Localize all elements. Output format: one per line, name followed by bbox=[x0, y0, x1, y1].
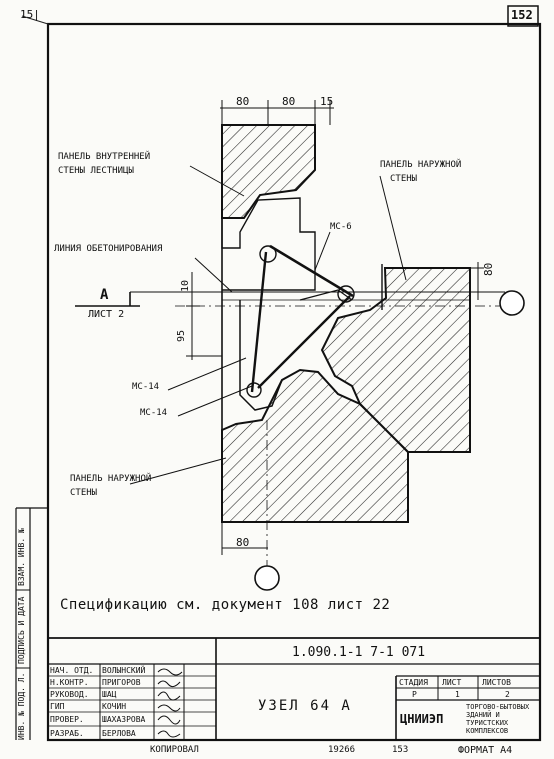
role-2: РУКОВОД. bbox=[50, 690, 89, 699]
label-outer-panel-right-1: ПАНЕЛЬ НАРУЖНОЙ bbox=[380, 160, 462, 170]
section-letter: А bbox=[100, 287, 109, 303]
label-concrete-line: ЛИНИЯ ОБЕТОНИРОВАНИЯ bbox=[54, 244, 163, 254]
outer-wall-panel-bottom bbox=[221, 368, 409, 523]
sheet-frame bbox=[46, 22, 542, 742]
name-2: ШАЦ bbox=[102, 690, 117, 699]
dim-top-3: 15 bbox=[320, 95, 334, 108]
side-stamp-sign: ПОДПИСЬ И ДАТА bbox=[17, 596, 26, 664]
axis-marker-bottom bbox=[254, 565, 280, 591]
side-stamp-inv: ИНВ. № ПОД. Л. bbox=[17, 672, 26, 740]
org-name: ЦНИИЭП bbox=[400, 712, 444, 726]
section-sheet: ЛИСТ 2 bbox=[88, 309, 125, 320]
sheets-header: ЛИСТОВ bbox=[482, 678, 511, 687]
outer-wall-panel-right bbox=[320, 267, 471, 453]
stage-header: СТАДИЯ bbox=[399, 678, 428, 687]
role-3: ГИП bbox=[50, 702, 65, 711]
side-stamp-replace: ВЗАМ. ИНВ. № bbox=[17, 528, 26, 586]
sheets-value: 2 bbox=[505, 690, 510, 699]
footer-format: ФОРМАТ А4 bbox=[458, 745, 513, 756]
tie-mc14-a bbox=[250, 251, 268, 393]
footer-copied: КОПИРОВАЛ bbox=[150, 745, 199, 755]
inner-wall-panel bbox=[221, 124, 316, 219]
page-number: 152 bbox=[511, 8, 533, 22]
name-4: ШАХАЗРОВА bbox=[102, 715, 146, 724]
name-5: БЕРЛОВА bbox=[102, 729, 136, 738]
role-4: ПРОВЕР. bbox=[50, 715, 84, 724]
label-mc6: МС-6 bbox=[330, 222, 352, 232]
tie-mc6 bbox=[269, 244, 354, 298]
dim-left-lower: 95 bbox=[176, 329, 187, 342]
org-subtitle: ТОРГОВО-БЫТОВЫХ ЗДАНИЙ И ТУРИСТСКИХ КОМП… bbox=[466, 703, 530, 735]
footer-num1: 19266 bbox=[328, 745, 356, 755]
axis-marker-right bbox=[499, 290, 525, 316]
dim-top-2: 80 bbox=[282, 95, 296, 108]
label-outer-panel-right-2: СТЕНЫ bbox=[390, 174, 418, 184]
name-1: ПРИГОРОВ bbox=[102, 678, 141, 687]
name-0: ВОЛЫНСКИЙ bbox=[102, 666, 146, 675]
doc-code: 1.090.1-1 7-1 071 bbox=[292, 645, 426, 660]
dim-right: 80 bbox=[482, 262, 495, 276]
sheet-header: ЛИСТ bbox=[442, 678, 462, 687]
role-0: НАЧ. ОТД. bbox=[50, 666, 94, 675]
title: УЗЕЛ 64 А bbox=[258, 698, 352, 714]
dim-bottom: 80 bbox=[236, 536, 250, 549]
role-5: РАЗРАБ. bbox=[50, 729, 84, 738]
tie-mc14-b bbox=[257, 295, 351, 389]
role-1: Н.КОНТР. bbox=[50, 678, 89, 687]
label-mc14-b: МС-14 bbox=[140, 408, 168, 418]
name-3: КОЧИН bbox=[102, 702, 127, 711]
dim-left-upper: 10 bbox=[180, 279, 191, 292]
stage-value: Р bbox=[412, 690, 417, 699]
label-inner-panel-1: ПАНЕЛЬ ВНУТРЕННЕЙ bbox=[58, 152, 151, 162]
label-inner-panel-2: СТЕНЫ ЛЕСТНИЦЫ bbox=[58, 166, 134, 176]
dim-top-1: 80 bbox=[236, 95, 250, 108]
footer-num2: 153 bbox=[392, 745, 409, 755]
label-outer-panel-left-1: ПАНЕЛЬ НАРУЖНОЙ bbox=[70, 474, 152, 484]
sheet-value: 1 bbox=[455, 690, 460, 699]
specification-note: Спецификацию см. документ 108 лист 22 bbox=[60, 597, 391, 613]
label-mc14-a: МС-14 bbox=[132, 382, 160, 392]
label-outer-panel-left-2: СТЕНЫ bbox=[70, 488, 98, 498]
corner-mark: 15| bbox=[20, 8, 40, 21]
title-block-lines bbox=[48, 637, 540, 740]
